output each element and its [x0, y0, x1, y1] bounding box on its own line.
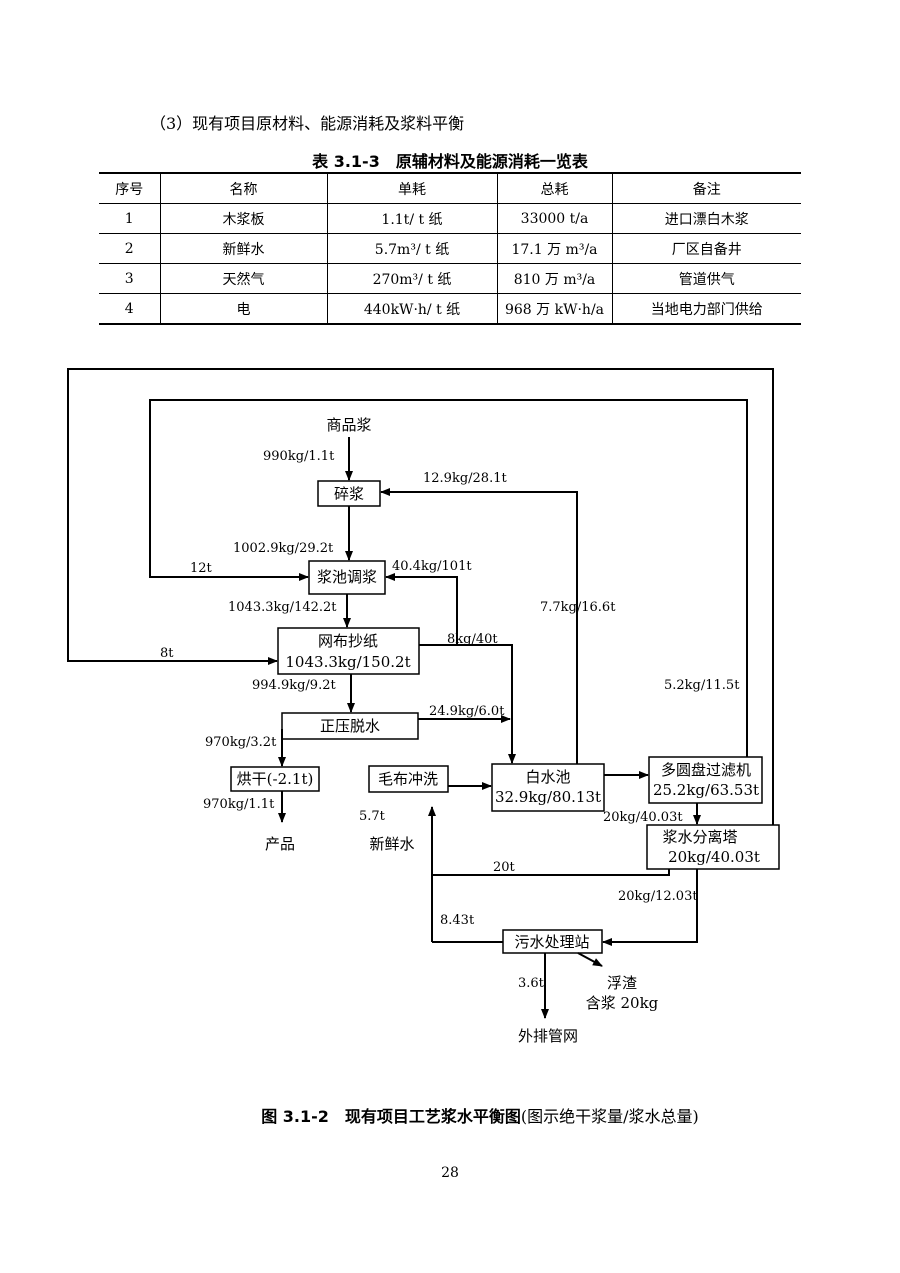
node-paper-machine: 网布抄纸: [318, 632, 378, 650]
box-press: [281, 712, 419, 740]
table-cell: 新鲜水: [159, 233, 327, 264]
column-header: 名称: [159, 172, 327, 204]
table-cell: 木浆板: [159, 203, 327, 234]
table-cell: 1: [99, 203, 160, 234]
table-row: 3 天然气 270m³/ t 纸 810 万 m³/a 管道供气: [99, 263, 801, 294]
table-caption: 表 3.1-3 原辅材料及能源消耗一览表: [312, 152, 588, 171]
recycle-line-8t: [67, 368, 774, 825]
table-cell: 810 万 m³/a: [496, 263, 612, 294]
flow-label: 40.4kg/101t: [392, 559, 472, 574]
node-white-water: 白水池: [525, 768, 570, 786]
table-cell: 968 万 kW·h/a: [496, 293, 612, 325]
table-cell: 厂区自备井: [611, 233, 801, 264]
box-dryer: [230, 766, 320, 792]
node-dryer: 烘干(-2.1t): [237, 770, 314, 788]
box-separator: [646, 824, 780, 870]
node-felt-wash: 毛布冲洗: [378, 770, 438, 788]
flow-label: 990kg/1.1t: [263, 449, 335, 464]
table-header-row: 序号 名称 单耗 总耗 备注: [99, 172, 801, 204]
flow-label: 5.2kg/11.5t: [664, 678, 740, 693]
flow-label: 1002.9kg/29.2t: [233, 541, 334, 556]
flow-label: 8.43t: [440, 913, 475, 928]
table-cell: 2: [99, 233, 160, 264]
flow-separator-20t: [432, 869, 670, 876]
table-cell: 33000 t/a: [496, 203, 612, 234]
flow-label: 20kg/12.03t: [618, 889, 698, 904]
figure-caption-note: (图示绝干浆量/浆水总量): [520, 1107, 699, 1126]
table-cell: 440kW·h/ t 纸: [326, 293, 497, 325]
flow-label: 970kg/1.1t: [203, 797, 275, 812]
table-cell: 管道供气: [611, 263, 801, 294]
flow-machine-whitewater: [419, 644, 516, 764]
page-number: 28: [441, 1165, 459, 1181]
flow-separator-wwtp: [602, 869, 698, 946]
column-header: 总耗: [496, 172, 612, 204]
flow-label: 12.9kg/28.1t: [423, 471, 507, 486]
flow-label: 24.9kg/6.0t: [429, 704, 505, 719]
flow-label: 7.7kg/16.6t: [540, 600, 616, 615]
table-cell: 进口漂白木浆: [611, 203, 801, 234]
flow-label: 970kg/3.2t: [205, 735, 277, 750]
table-row: 1 木浆板 1.1t/ t 纸 33000 t/a 进口漂白木浆: [99, 203, 801, 234]
table-row: 2 新鲜水 5.7m³/ t 纸 17.1 万 m³/a 厂区自备井: [99, 233, 801, 264]
node-disc-filter-flow: 25.2kg/63.53t: [653, 781, 759, 799]
column-header: 单耗: [326, 172, 497, 204]
flow-label: 20kg/40.03t: [603, 810, 683, 825]
node-white-water-flow: 32.9kg/80.13t: [495, 788, 601, 806]
table-cell: 当地电力部门供给: [611, 293, 801, 325]
node-commercial-pulp: 商品浆: [326, 416, 371, 434]
table-cell: 1.1t/ t 纸: [326, 203, 497, 234]
flow-label: 12t: [190, 561, 213, 576]
node-product: 产品: [265, 835, 295, 853]
table-cell: 4: [99, 293, 160, 325]
node-scum: 浮渣: [607, 974, 637, 992]
flow-label: 1043.3kg/142.2t: [228, 600, 337, 615]
flow-label: 8t: [160, 646, 174, 661]
node-scum-note: 含浆 20kg: [586, 994, 659, 1012]
node-wwtp: 污水处理站: [514, 933, 589, 951]
node-press: 正压脱水: [320, 717, 380, 735]
node-separator-flow: 20kg/40.03t: [668, 848, 760, 866]
materials-table: 序号 名称 单耗 总耗 备注 1 木浆板 1.1t/ t 纸 33000 t/a…: [99, 172, 801, 325]
flow-label: 3.6t: [518, 976, 545, 991]
flow-label: 8kg/40t: [447, 632, 498, 647]
column-header: 备注: [611, 172, 801, 204]
box-felt-wash: [368, 765, 449, 793]
table-cell: 5.7m³/ t 纸: [326, 233, 497, 264]
recycle-line-12t: [149, 399, 748, 757]
table-cell: 17.1 万 m³/a: [496, 233, 612, 264]
table-row: 4 电 440kW·h/ t 纸 968 万 kW·h/a 当地电力部门供给: [99, 293, 801, 325]
column-header: 序号: [99, 172, 160, 204]
node-disc-filter: 多圆盘过滤机: [661, 761, 751, 779]
figure-caption: 图 3.1-2 现有项目工艺浆水平衡图(图示绝干浆量/浆水总量): [0, 1103, 900, 1127]
flow-label: 5.7t: [359, 809, 386, 824]
table-cell: 3: [99, 263, 160, 294]
node-stock-prep: 浆池调浆: [317, 568, 377, 586]
table-cell: 电: [159, 293, 327, 325]
node-pulping: 碎浆: [334, 485, 364, 503]
box-disc-filter: [648, 756, 763, 804]
table-cell: 270m³/ t 纸: [326, 263, 497, 294]
flow-wwtp-scum: [577, 952, 603, 967]
figure-caption-label: 图 3.1-2 现有项目工艺浆水平衡图: [261, 1107, 521, 1126]
flow-label: 994.9kg/9.2t: [252, 678, 336, 693]
node-separator: 浆水分离塔: [662, 828, 737, 846]
node-fresh-water: 新鲜水: [369, 835, 414, 853]
section-heading: （3）现有项目原材料、能源消耗及浆料平衡: [150, 114, 465, 133]
flow-label: 20t: [493, 860, 516, 875]
flow-whitewater-pulping: [380, 488, 578, 764]
box-paper-machine: [277, 627, 420, 675]
node-outfall: 外排管网: [518, 1027, 578, 1045]
table-cell: 天然气: [159, 263, 327, 294]
box-white-water: [491, 763, 605, 812]
node-paper-machine-flow: 1043.3kg/150.2t: [285, 653, 410, 671]
